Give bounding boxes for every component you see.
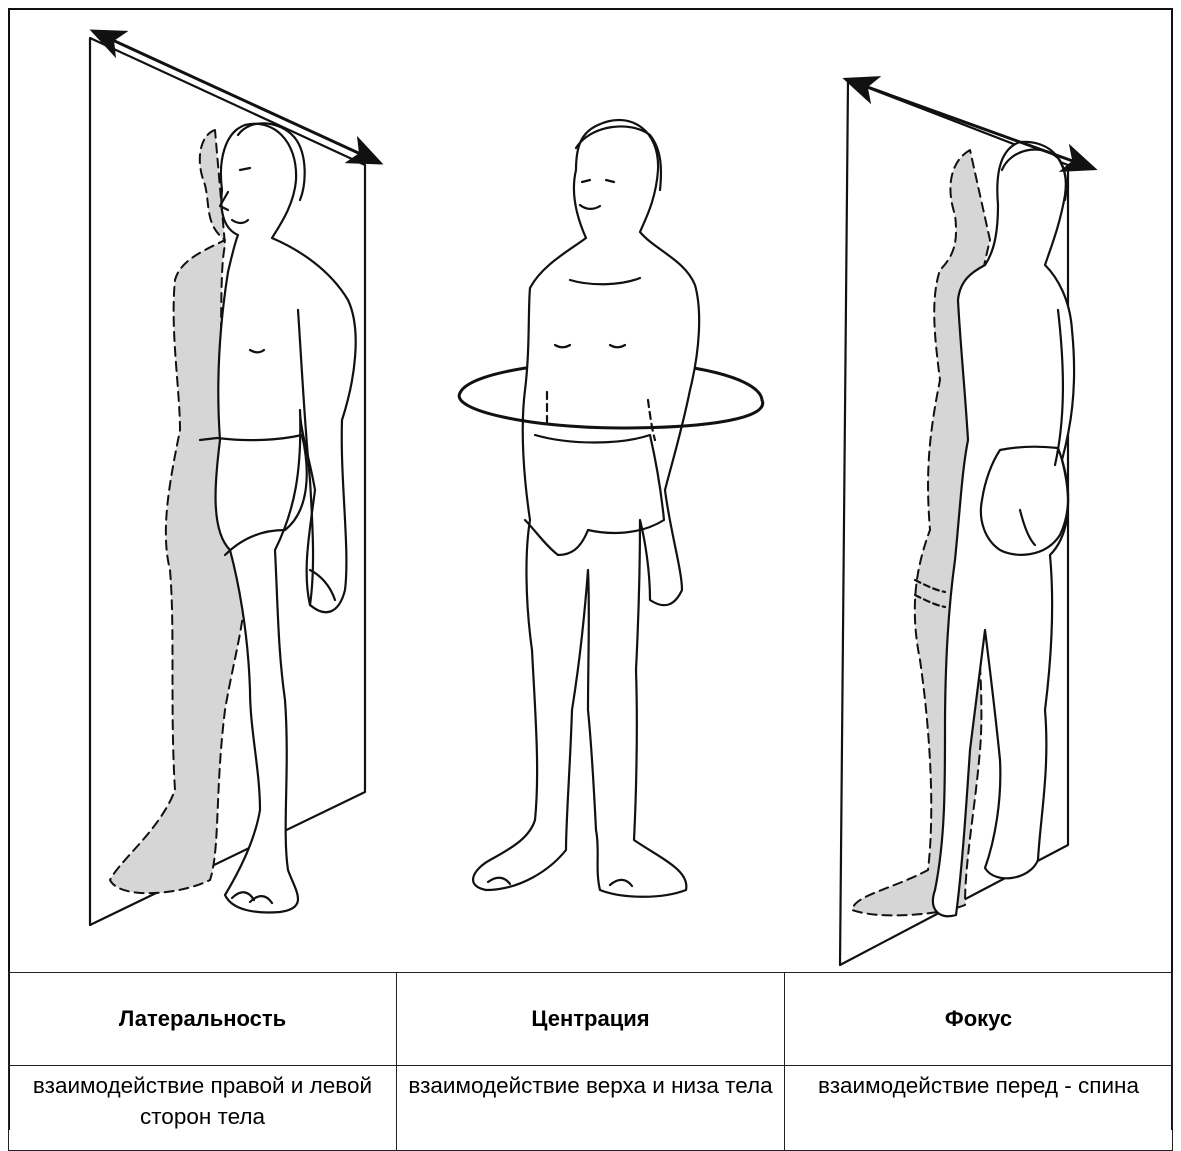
lateral-figure — [90, 38, 365, 925]
planes-description-row: взаимодействие правой и левой сторон тел… — [9, 1066, 1173, 1151]
focus-description: взаимодействие перед - спина — [785, 1066, 1173, 1151]
focus-figure — [840, 80, 1074, 965]
lateral-title: Латеральность — [9, 973, 397, 1066]
centration-main-body — [473, 120, 699, 897]
centration-description: взаимодействие верха и низа тела — [397, 1066, 785, 1151]
body-planes-illustration — [10, 10, 1171, 970]
focus-title: Фокус — [785, 973, 1173, 1066]
planes-header-row: Латеральность Центрация Фокус — [9, 973, 1173, 1066]
planes-table: Латеральность Центрация Фокус взаимодейс… — [8, 972, 1173, 1151]
centration-title: Центрация — [397, 973, 785, 1066]
centration-figure — [459, 120, 763, 897]
lateral-description: взаимодействие правой и левой сторон тел… — [9, 1066, 397, 1151]
